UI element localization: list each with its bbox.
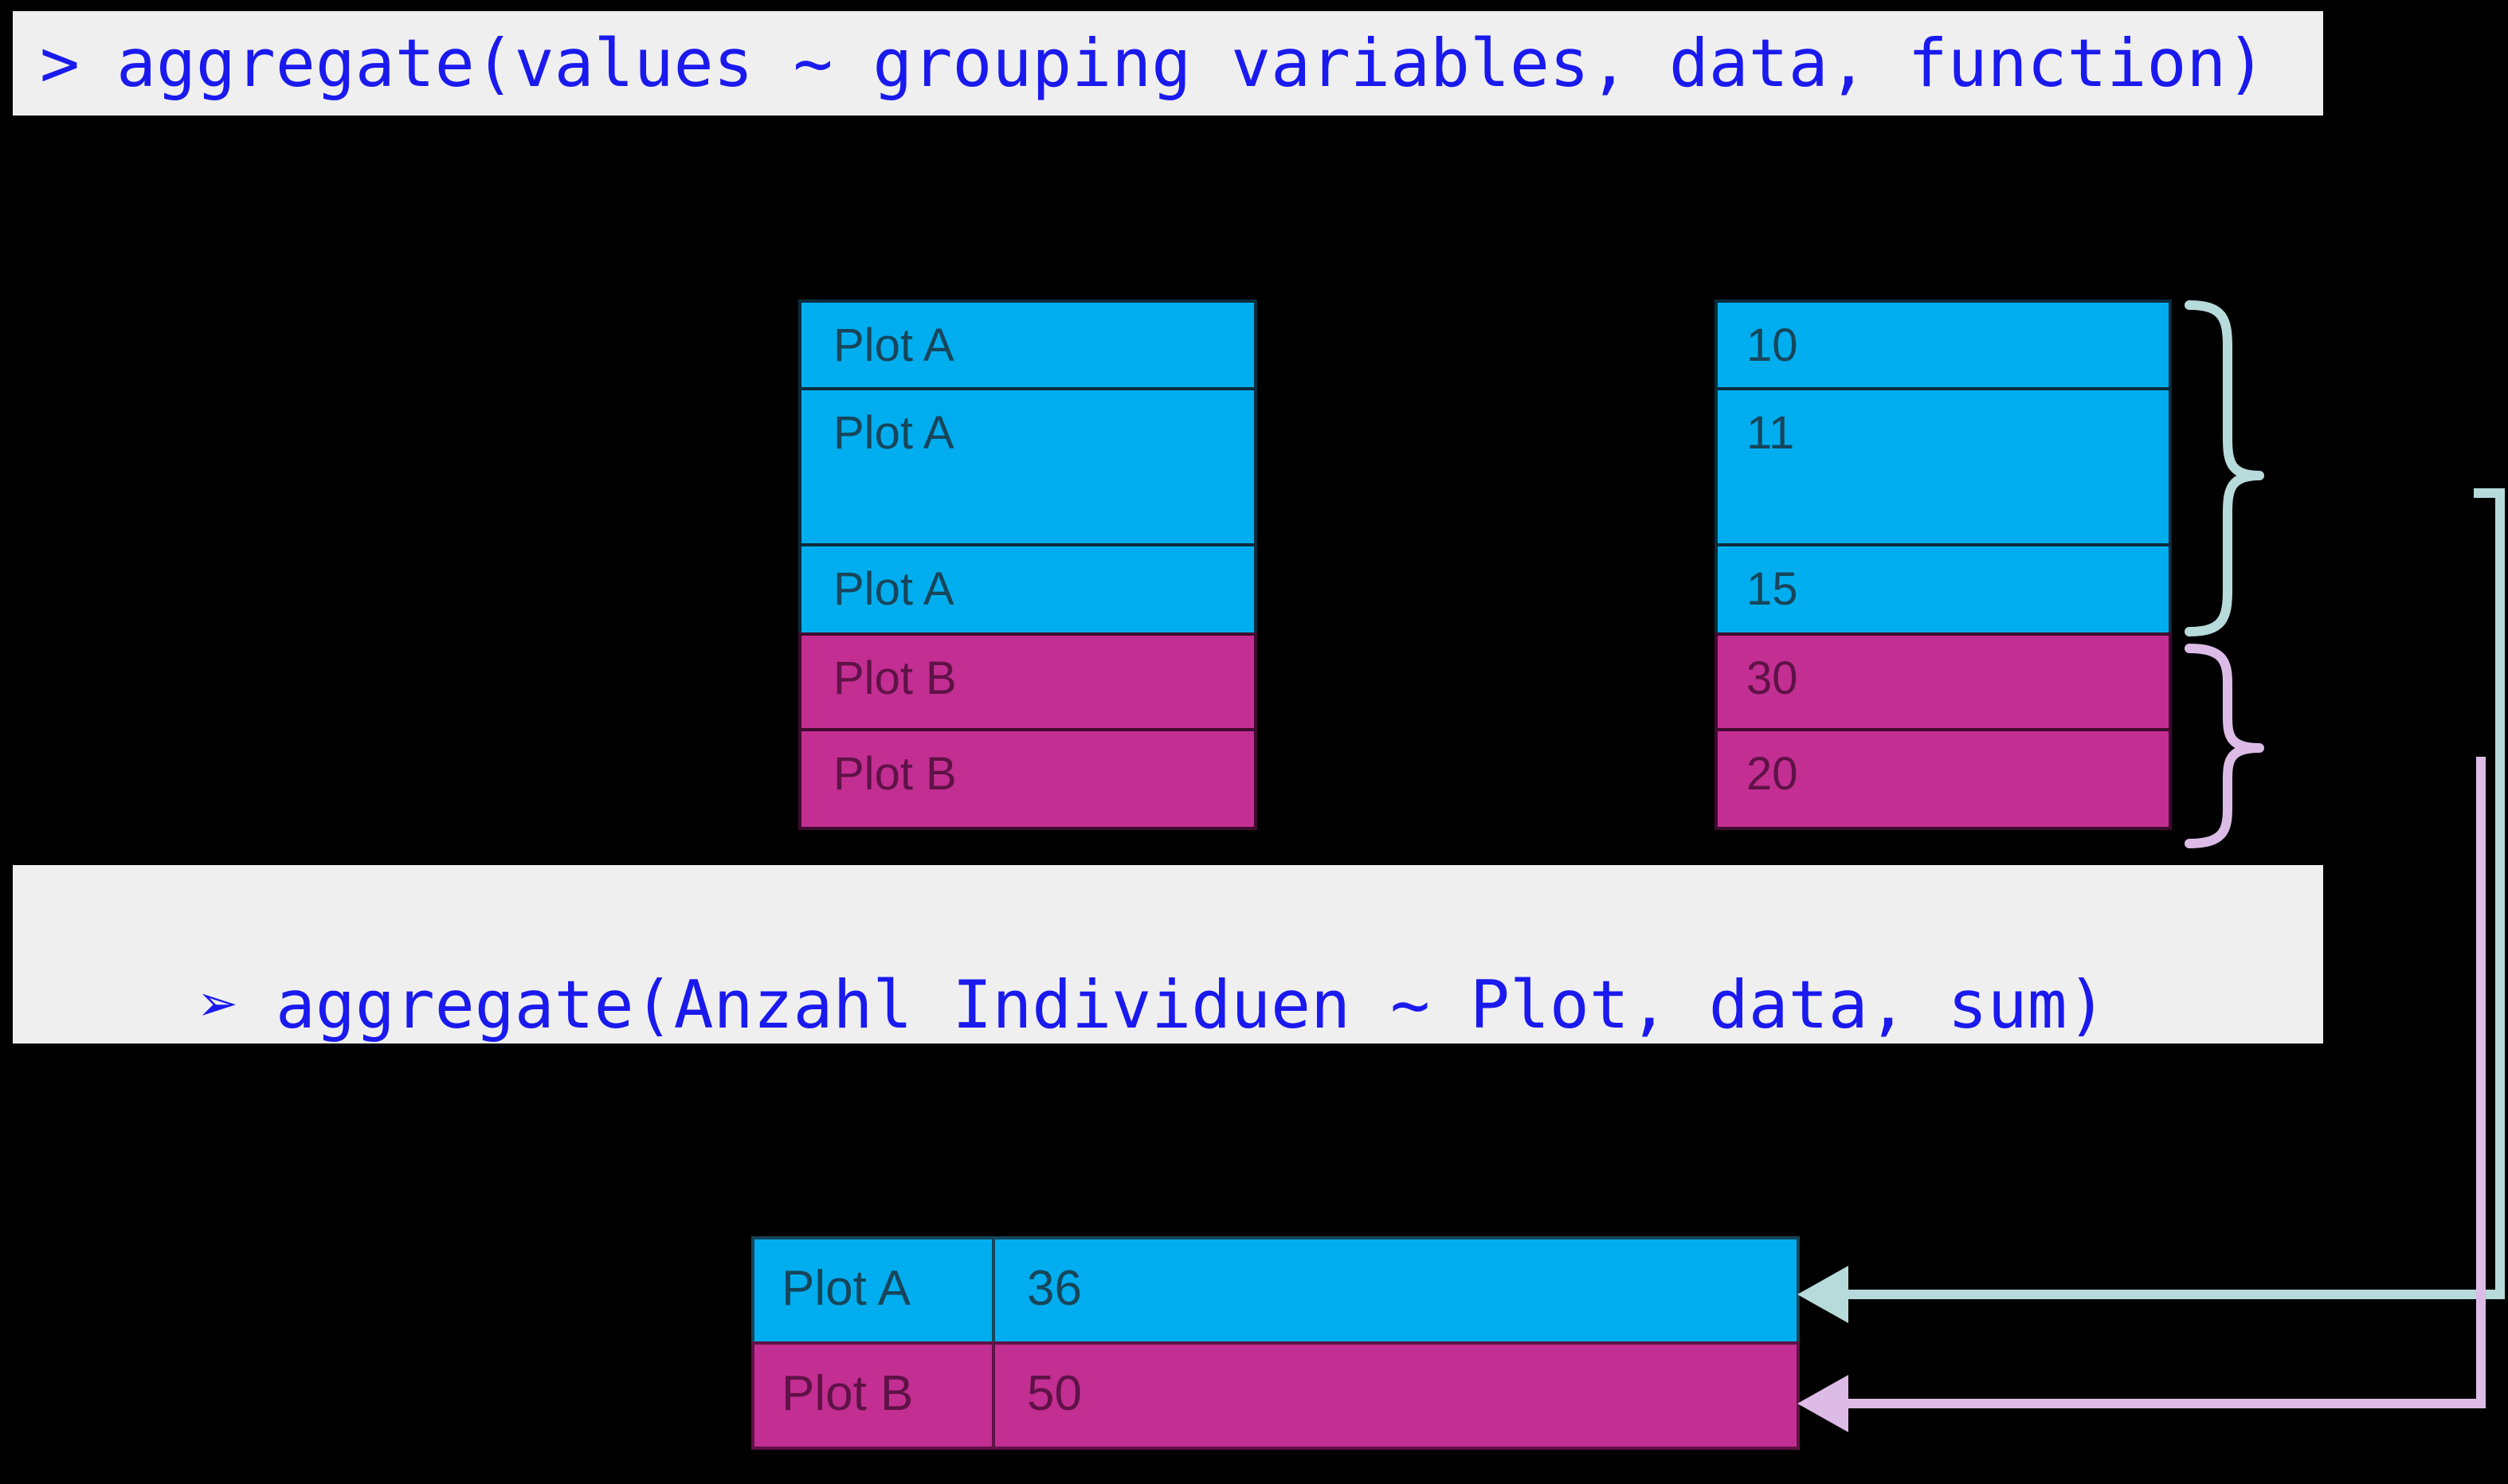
table-row: Plot B	[798, 632, 1257, 731]
cell-plot-label: Plot B	[754, 1345, 995, 1447]
result-table: Plot A 36 Plot B 50	[751, 1236, 1800, 1450]
table-row: 11	[1714, 387, 2172, 546]
table-row: 30	[1714, 632, 2172, 731]
cell-plot-label: Plot A	[833, 563, 954, 615]
result-row: Plot B 50	[751, 1341, 1800, 1450]
cell-sum-value: 50	[1027, 1366, 1082, 1421]
cell-plot-label: Plot A	[833, 319, 954, 371]
result-row: Plot A 36	[751, 1236, 1800, 1345]
group-a-brace	[2185, 300, 2264, 636]
cell-value: 30	[1746, 652, 1798, 704]
table-row: Plot A	[798, 300, 1257, 390]
table-row: 20	[1714, 728, 2172, 830]
code-bar-top: > aggregate(values ~ grouping variables, …	[13, 11, 2323, 116]
prompt-symbol: >	[40, 25, 80, 102]
table-row: 10	[1714, 300, 2172, 390]
group-b-arrowhead-icon	[1797, 1375, 1848, 1432]
plot-column-table: Plot A Plot A Plot A Plot B Plot B	[798, 300, 1257, 830]
values-column-table: 10 11 15 30 20	[1714, 300, 2172, 830]
cell-plot-label: Plot A	[754, 1239, 995, 1341]
group-a-arrowhead-icon	[1797, 1266, 1848, 1323]
cell-plot-label: Plot B	[833, 748, 957, 800]
cell-value: 20	[1746, 748, 1798, 800]
cell-value: 15	[1746, 563, 1798, 615]
cell-value: 10	[1746, 319, 1798, 371]
cell-plot-label: Plot A	[833, 407, 954, 459]
cell-sum-value: 36	[1027, 1261, 1082, 1316]
code-text-aggregate-call: aggregate(Anzahl Individuen ~ Plot, data…	[275, 966, 2107, 1043]
table-row: 15	[1714, 543, 2172, 636]
table-row: Plot B	[798, 728, 1257, 830]
code-bar-middle: ➢ aggregate(Anzahl Individuen ~ Plot, dat…	[13, 865, 2323, 1043]
arrow-bullet-icon: ➢	[198, 966, 239, 1043]
group-b-connector	[1840, 757, 2486, 1408]
table-row: Plot A	[798, 387, 1257, 546]
cell-plot-label: Plot B	[833, 652, 957, 704]
cell-value: 11	[1746, 407, 1795, 459]
group-b-brace	[2185, 644, 2264, 848]
table-row: Plot A	[798, 543, 1257, 636]
code-text-generic: aggregate(values ~ grouping variables, d…	[116, 25, 2267, 102]
